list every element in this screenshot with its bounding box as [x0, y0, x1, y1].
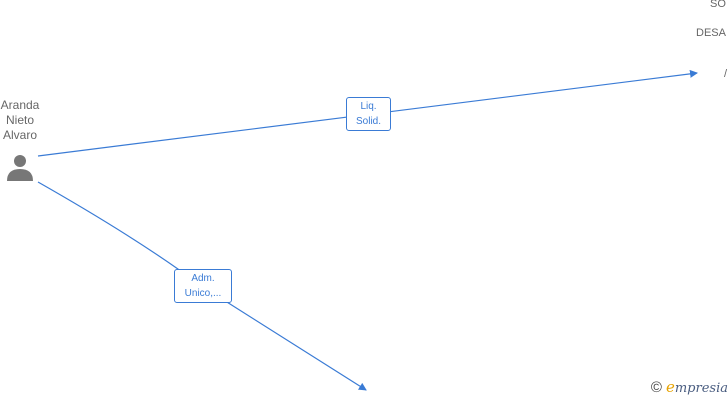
edge-label-liq-solid[interactable]: Liq. Solid.	[346, 97, 391, 131]
brand-logo-text: mpresia	[674, 381, 728, 396]
person-icon	[7, 155, 33, 181]
edge-label-adm-unico[interactable]: Adm. Unico,...	[174, 269, 232, 303]
empresia-brand[interactable]: © empresia	[651, 378, 728, 396]
clipped-node-label-so: SO	[710, 0, 726, 10]
clipped-node-label-desa: DESA	[696, 27, 726, 39]
clipped-node-label-slash: /	[724, 68, 728, 80]
brand-logo-e: e	[665, 378, 675, 396]
copyright-icon: ©	[650, 378, 662, 396]
person-node-label[interactable]: Aranda Nieto Alvaro	[0, 98, 40, 142]
